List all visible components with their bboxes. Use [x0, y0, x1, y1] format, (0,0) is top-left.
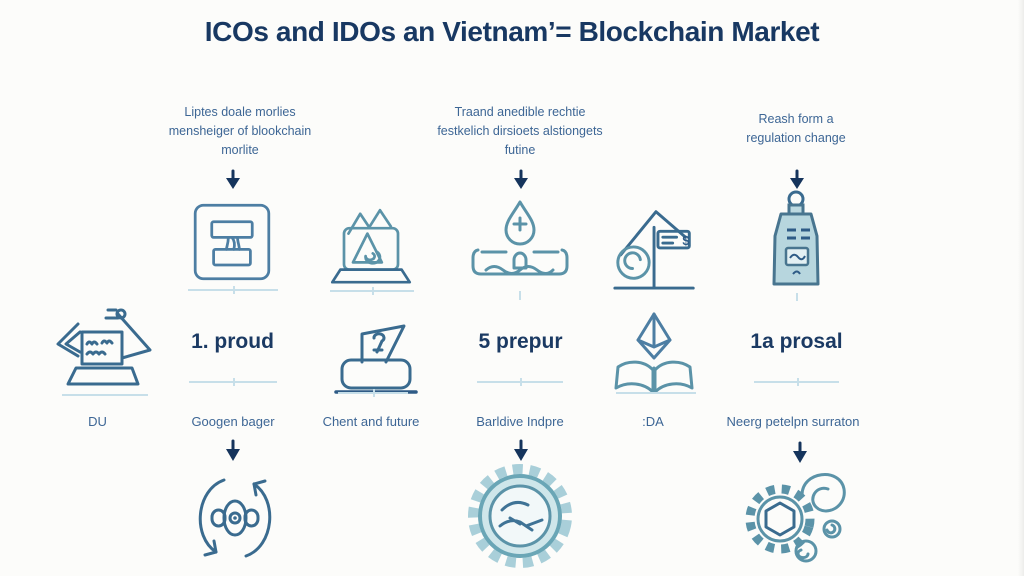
note-regulation-change: Reash form a regulation change — [746, 112, 846, 145]
ballot-box-icon — [334, 324, 418, 394]
note-market-overview: Liptes doale morlies mensheiger of blook… — [168, 105, 312, 157]
divider-tick — [519, 291, 521, 300]
gear-globe-icon — [468, 464, 572, 568]
house-flag-icon: $ — [613, 210, 695, 290]
divider-line — [189, 378, 277, 386]
bottle-device-icon — [772, 190, 820, 286]
caption-chent-and-future: Chent and future — [322, 414, 420, 429]
arrow-down-icon — [226, 169, 240, 189]
divider-line — [754, 378, 839, 386]
step-label-3: 1a prosal — [750, 330, 843, 353]
arrow-down-icon — [226, 439, 240, 461]
monitor-mountain-icon — [330, 208, 412, 284]
gears-swirl-icon — [745, 473, 846, 563]
step-label-1: 1. proud — [191, 330, 274, 353]
laptop-docs-icon — [56, 308, 152, 386]
arrow-down-icon — [790, 169, 804, 189]
diamond-book-icon — [614, 312, 694, 394]
divider-line — [477, 378, 563, 386]
note-trend-outlook: Traand anedible rechtie festkelich dirsi… — [437, 105, 603, 157]
refresh-cycle-icon — [198, 478, 272, 558]
divider-line — [616, 392, 696, 394]
caption-du: DU — [88, 414, 107, 429]
caption-barldive-indpre: Barldive Indpre — [476, 414, 564, 429]
svg-text:$: $ — [682, 233, 689, 248]
divider-line — [330, 287, 414, 295]
arrow-down-icon — [514, 439, 528, 461]
step-label-2: 5 prepur — [478, 330, 563, 353]
page-title: ICOs and IDOs an Vietnam’= Blockchain Ma… — [204, 16, 820, 47]
divider-line — [338, 389, 408, 397]
caption-neerg: Neerg petelpn surraton — [726, 414, 860, 429]
divider-line — [62, 394, 148, 396]
arrow-down-icon — [514, 169, 528, 189]
box-ibeam-icon — [193, 203, 271, 281]
caption-da: :DA — [642, 414, 664, 429]
right-edge-shadow — [1018, 0, 1024, 576]
arrow-down-icon — [793, 441, 807, 463]
caption-googen-bager: Googen bager — [191, 414, 275, 429]
water-drop-icon — [471, 200, 569, 276]
divider-tick — [796, 293, 798, 301]
divider-line — [188, 286, 278, 294]
